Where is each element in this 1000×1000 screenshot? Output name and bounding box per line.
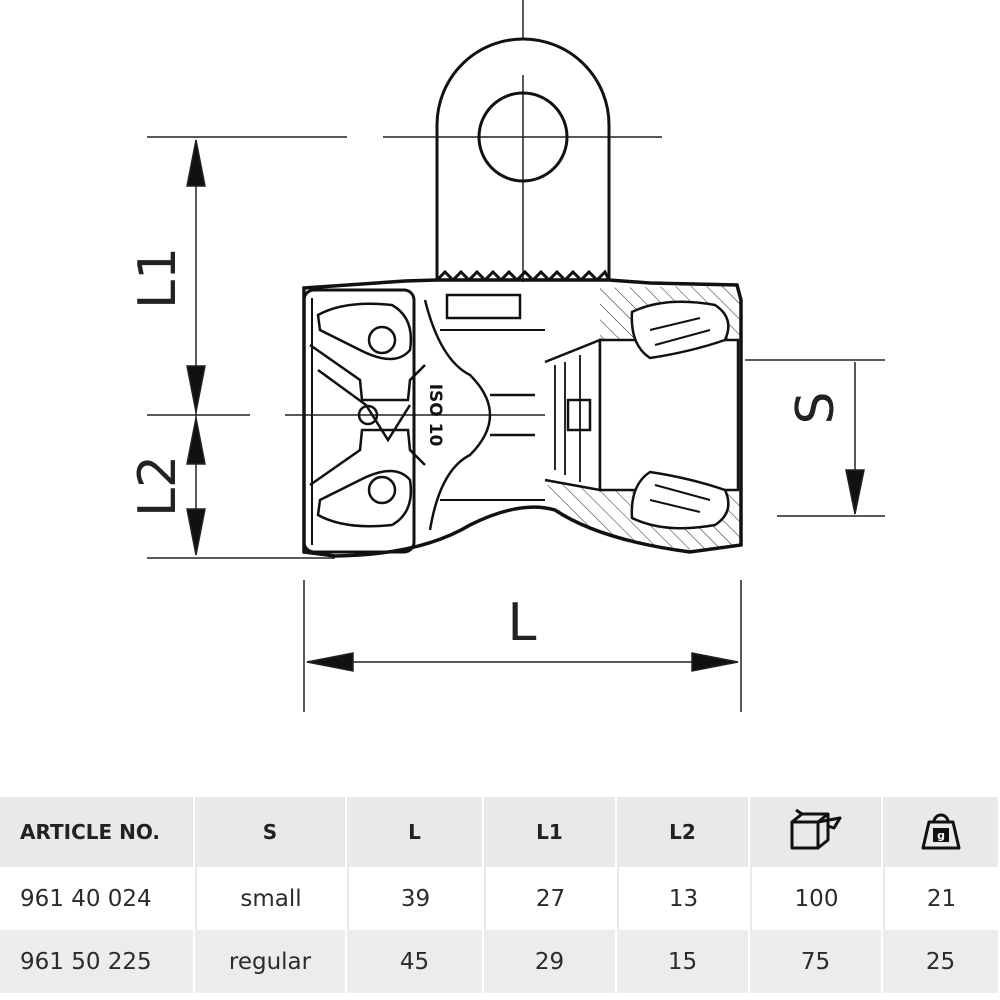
cell-weight: 21	[883, 867, 1000, 930]
dimension-label-s: S	[786, 391, 846, 424]
column-header-s: S	[195, 797, 347, 867]
table-header-row: ARTICLE NO. S L L1 L2	[0, 797, 1000, 867]
column-header-l2: L2	[617, 797, 750, 867]
cell-s: regular	[195, 930, 347, 993]
cell-l: 39	[347, 867, 484, 930]
table-row: 961 40 024 small 39 27 13 100 21	[0, 867, 1000, 930]
cell-article-no: 961 50 225	[0, 930, 195, 993]
cell-article-no: 961 40 024	[0, 867, 195, 930]
column-header-l: L	[347, 797, 484, 867]
weight-icon: g	[921, 808, 961, 857]
cell-s: small	[195, 867, 347, 930]
cell-l2: 15	[617, 930, 750, 993]
cell-l1: 29	[484, 930, 617, 993]
column-header-l1: L1	[484, 797, 617, 867]
cell-l: 45	[347, 930, 484, 993]
connector-body	[302, 278, 743, 558]
technical-drawing: L1 L2 L S	[128, 0, 885, 712]
dimension-arrows	[186, 139, 865, 672]
dimension-label-l2: L2	[128, 455, 188, 517]
cell-package: 100	[750, 867, 883, 930]
cell-package: 75	[750, 930, 883, 993]
cell-l2: 13	[617, 867, 750, 930]
dimension-labels: L1 L2 L S	[128, 247, 846, 653]
column-header-weight: g	[883, 797, 1000, 867]
table-row: 961 50 225 regular 45 29 15 75 25	[0, 930, 1000, 993]
part-marking: ISO 10	[425, 384, 445, 447]
box-icon	[788, 808, 844, 857]
cell-weight: 25	[883, 930, 1000, 993]
column-header-package	[750, 797, 883, 867]
dimension-label-l1: L1	[128, 247, 188, 309]
column-header-article-no: ARTICLE NO.	[0, 797, 195, 867]
spec-table: ARTICLE NO. S L L1 L2	[0, 797, 1000, 993]
dimension-label-l: L	[508, 593, 537, 653]
weight-icon-text: g	[937, 829, 945, 842]
eyelet	[435, 37, 611, 283]
cell-l1: 27	[484, 867, 617, 930]
